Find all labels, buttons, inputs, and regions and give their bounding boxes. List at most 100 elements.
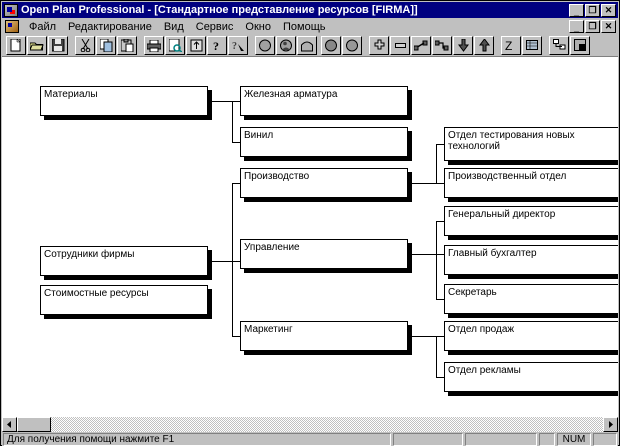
connector-line <box>408 254 436 255</box>
connector-line <box>436 336 444 337</box>
tree-node-vinil[interactable]: Винил <box>240 127 408 157</box>
tree-node-otdel-prodazh[interactable]: Отдел продаж <box>444 321 618 351</box>
mdi-restore-icon: ❐ <box>588 21 597 31</box>
status-bar: Для получения помощи нажмите F1 NUM <box>2 432 618 446</box>
menu-item-edit[interactable]: Редактирование <box>68 20 152 33</box>
status-pane-a <box>393 432 463 446</box>
connector-line <box>208 261 232 262</box>
connector-line <box>232 101 233 142</box>
resource-shape-icon[interactable] <box>297 36 317 55</box>
copy-icon[interactable] <box>96 36 116 55</box>
connector-line <box>232 261 240 262</box>
connector-line <box>436 183 444 184</box>
connector-line <box>232 183 240 184</box>
tree-node-stoimostnye[interactable]: Стоимостные ресурсы <box>40 285 208 315</box>
mdi-minimize-button[interactable]: _ <box>569 20 584 33</box>
title-bar[interactable]: Open Plan Professional - [Стандартное пр… <box>2 2 618 18</box>
resource-person-icon[interactable] <box>276 36 296 55</box>
properties-icon[interactable] <box>186 36 206 55</box>
tree-node-sekretar[interactable]: Секретарь <box>444 284 618 314</box>
minimize-icon: _ <box>573 6 579 17</box>
tree-node-upravlenie[interactable]: Управление <box>240 239 408 269</box>
tree-node-marketing[interactable]: Маркетинг <box>240 321 408 351</box>
link-icon[interactable] <box>411 36 431 55</box>
paste-icon[interactable] <box>117 36 137 55</box>
tree-node-label: Сотрудники фирмы <box>44 249 135 260</box>
context-help-icon[interactable]: ? <box>228 36 248 55</box>
scroll-left-button[interactable] <box>2 417 17 432</box>
remove-icon[interactable] <box>390 36 410 55</box>
resource-circle-icon[interactable] <box>255 36 275 55</box>
tree-node-label: Отдел тестирования новых технологий <box>448 130 575 152</box>
unlink-icon[interactable] <box>432 36 452 55</box>
toolbar: ? ? <box>2 35 618 57</box>
tree-node-gen-director[interactable]: Генеральный директор <box>444 206 618 236</box>
minimize-button[interactable]: _ <box>569 3 584 17</box>
svg-text:?: ? <box>232 41 237 52</box>
grid-view-icon[interactable] <box>522 36 542 55</box>
connector-line <box>436 299 444 300</box>
status-pane-c <box>539 432 555 446</box>
save-icon[interactable] <box>48 36 68 55</box>
connector-line <box>436 144 437 183</box>
tree-node-label: Производство <box>244 171 310 182</box>
connector-line <box>436 254 444 255</box>
connector-line <box>436 144 444 145</box>
status-pane-b <box>465 432 537 446</box>
tree-node-label: Железная арматура <box>244 89 338 100</box>
scroll-thumb[interactable] <box>17 417 51 432</box>
zoom-fit-icon[interactable]: Z <box>501 36 521 55</box>
tree-node-label: Материалы <box>44 89 98 100</box>
scroll-track[interactable] <box>17 417 603 432</box>
print-preview-icon[interactable] <box>165 36 185 55</box>
tree-node-otdel-reklamy[interactable]: Отдел рекламы <box>444 362 618 392</box>
tree-node-label: Секретарь <box>448 287 497 298</box>
menu-item-window[interactable]: Окно <box>245 20 271 33</box>
tree-node-label: Производственный отдел <box>448 171 567 182</box>
menu-item-view[interactable]: Вид <box>163 20 184 33</box>
tree-node-zh-armatura[interactable]: Железная арматура <box>240 86 408 116</box>
print-icon[interactable] <box>144 36 164 55</box>
connector-line <box>436 336 437 377</box>
layout-icon[interactable] <box>549 36 569 55</box>
connector-line <box>232 183 233 336</box>
tree-node-proizvodstvo[interactable]: Производство <box>240 168 408 198</box>
horizontal-scrollbar[interactable] <box>2 417 618 432</box>
add-icon[interactable] <box>369 36 389 55</box>
tree-node-gl-buhgalter[interactable]: Главный бухгалтер <box>444 245 618 275</box>
tree-node-label: Отдел рекламы <box>448 365 521 376</box>
window-title: Open Plan Professional - [Стандартное пр… <box>21 4 418 16</box>
connector-line <box>436 221 437 299</box>
open-icon[interactable] <box>27 36 47 55</box>
move-up-icon[interactable] <box>474 36 494 55</box>
tree-node-sotrudniki[interactable]: Сотрудники фирмы <box>40 246 208 276</box>
connector-line <box>436 221 444 222</box>
new-icon[interactable] <box>6 36 26 55</box>
close-button[interactable]: ✕ <box>601 3 616 17</box>
resource-filled-icon[interactable] <box>321 36 341 55</box>
tree-node-label: Управление <box>244 242 300 253</box>
mdi-close-button[interactable]: ✕ <box>601 20 616 33</box>
help-icon[interactable]: ? <box>207 36 227 55</box>
status-pane-d <box>593 432 617 446</box>
mdi-restore-button[interactable]: ❐ <box>585 20 600 33</box>
cut-icon[interactable] <box>75 36 95 55</box>
move-down-icon[interactable] <box>453 36 473 55</box>
zoom-region-icon[interactable] <box>570 36 590 55</box>
tree-node-proizv-otdel[interactable]: Производственный отдел <box>444 168 618 198</box>
tree-node-label: Отдел продаж <box>448 324 515 335</box>
scroll-right-button[interactable] <box>603 417 618 432</box>
tree-node-otdel-test[interactable]: Отдел тестирования новых технологий <box>444 127 618 161</box>
menu-item-service[interactable]: Сервис <box>195 20 234 33</box>
maximize-button[interactable]: ❐ <box>585 3 600 17</box>
document-icon[interactable] <box>5 20 19 33</box>
tree-node-materialy[interactable]: Материалы <box>40 86 208 116</box>
tree-node-label: Маркетинг <box>244 324 293 335</box>
resource-gray-icon[interactable] <box>342 36 362 55</box>
menu-item-help[interactable]: Помощь <box>282 20 326 33</box>
connector-line <box>208 101 232 102</box>
connector-line <box>408 183 436 184</box>
menu-item-file[interactable]: Файл <box>29 20 57 33</box>
